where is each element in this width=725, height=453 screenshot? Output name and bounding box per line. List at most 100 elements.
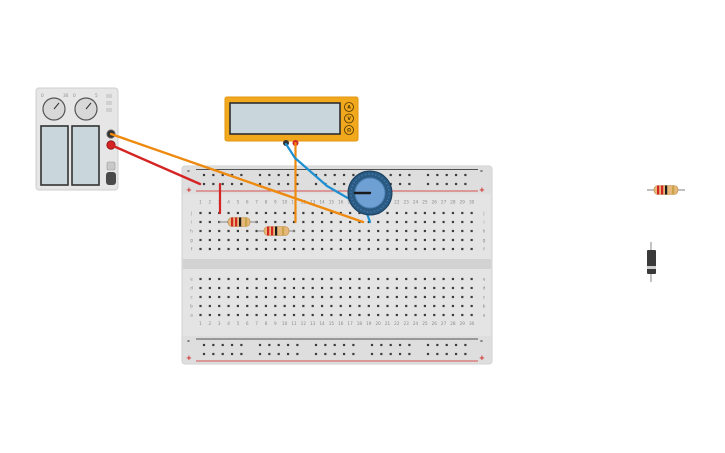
breadboard-hole[interactable] [445,352,448,356]
breadboard-hole[interactable] [451,247,455,251]
breadboard-hole[interactable] [395,229,398,233]
breadboard-hole[interactable] [395,220,398,224]
breadboard-hole[interactable] [246,304,249,308]
breadboard-hole[interactable] [470,247,473,251]
breadboard-hole[interactable] [255,238,258,242]
breadboard-hole[interactable] [212,352,215,356]
breadboard-hole[interactable] [423,238,426,242]
breadboard-hole[interactable] [227,304,230,308]
breadboard-hole[interactable] [405,220,408,224]
breadboard-hole[interactable] [367,295,370,299]
breadboard-hole[interactable] [296,182,299,186]
breadboard-hole[interactable] [470,295,473,299]
breadboard-hole[interactable] [464,182,467,186]
breadboard-hole[interactable] [451,277,455,281]
breadboard-hole[interactable] [283,295,286,299]
breadboard-hole[interactable] [221,352,224,356]
breadboard-hole[interactable] [339,304,342,308]
breadboard-hole[interactable] [414,247,417,251]
breadboard-hole[interactable] [395,247,398,251]
breadboard-hole[interactable] [451,304,455,308]
breadboard-hole[interactable] [451,229,455,233]
breadboard-hole[interactable] [246,211,249,215]
breadboard-hole[interactable] [283,211,286,215]
breadboard-hole[interactable] [461,313,464,317]
breadboard-hole[interactable] [236,238,239,242]
breadboard-hole[interactable] [218,247,221,251]
breadboard-hole[interactable] [199,229,202,233]
breadboard-hole[interactable] [349,247,352,251]
breadboard-hole[interactable] [292,220,296,224]
breadboard-hole[interactable] [442,238,445,242]
breadboard-hole[interactable] [442,277,445,281]
breadboard-hole[interactable] [339,247,342,251]
breadboard-hole[interactable] [292,295,296,299]
breadboard-hole[interactable] [208,220,211,224]
breadboard-hole[interactable] [292,304,296,308]
breadboard-hole[interactable] [367,238,370,242]
breadboard-hole[interactable] [277,182,280,186]
breadboard-hole[interactable] [320,313,324,317]
breadboard-hole[interactable] [236,211,239,215]
breadboard-hole[interactable] [212,173,215,177]
breadboard-hole[interactable] [324,343,327,347]
breadboard-hole[interactable] [377,277,380,281]
breadboard-hole[interactable] [292,277,296,281]
breadboard-hole[interactable] [426,352,430,356]
breadboard-hole[interactable] [330,304,333,308]
breadboard-hole[interactable] [302,211,305,215]
breadboard-hole[interactable] [395,304,398,308]
breadboard-hole[interactable] [320,304,324,308]
breadboard-hole[interactable] [268,352,271,356]
orange-wire-supply-to-pot[interactable] [109,132,365,224]
breadboard-hole[interactable] [349,295,352,299]
breadboard-hole[interactable] [330,313,333,317]
breadboard-hole[interactable] [395,277,398,281]
breadboard-hole[interactable] [264,238,268,242]
breadboard-hole[interactable] [236,229,239,233]
breadboard-hole[interactable] [227,295,230,299]
resistor-1[interactable] [219,217,257,227]
breadboard-hole[interactable] [405,247,408,251]
breadboard-hole[interactable] [320,229,324,233]
breadboard-hole[interactable] [436,173,439,177]
breadboard-hole[interactable] [246,313,249,317]
spare-diode[interactable] [647,242,656,282]
breadboard-hole[interactable] [405,277,408,281]
breadboard-hole[interactable] [311,304,314,308]
breadboard-hole[interactable] [470,313,473,317]
breadboard-hole[interactable] [408,182,411,186]
spare-resistor[interactable] [647,185,685,195]
breadboard-hole[interactable] [386,286,389,290]
breadboard-hole[interactable] [461,247,464,251]
breadboard-hole[interactable] [274,313,277,317]
breadboard-hole[interactable] [230,343,234,347]
breadboard-hole[interactable] [202,343,206,347]
breadboard-hole[interactable] [240,182,243,186]
breadboard-hole[interactable] [227,247,230,251]
breadboard-hole[interactable] [451,211,455,215]
breadboard-hole[interactable] [470,286,473,290]
breadboard-hole[interactable] [461,211,464,215]
breadboard-hole[interactable] [349,211,352,215]
breadboard-hole[interactable] [386,295,389,299]
breadboard-hole[interactable] [426,343,430,347]
breadboard-hole[interactable] [370,352,374,356]
breadboard-hole[interactable] [436,343,439,347]
breadboard-hole[interactable] [358,286,361,290]
breadboard-hole[interactable] [398,352,402,356]
breadboard-hole[interactable] [286,182,290,186]
breadboard-hole[interactable] [433,304,436,308]
breadboard-hole[interactable] [311,277,314,281]
breadboard-hole[interactable] [423,295,426,299]
breadboard-hole[interactable] [246,286,249,290]
breadboard-hole[interactable] [339,229,342,233]
breadboard-hole[interactable] [442,286,445,290]
breadboard-hole[interactable] [292,286,296,290]
breadboard-hole[interactable] [461,277,464,281]
breadboard-hole[interactable] [398,182,402,186]
breadboard-hole[interactable] [330,295,333,299]
breadboard-hole[interactable] [227,229,230,233]
breadboard-hole[interactable] [395,295,398,299]
breadboard-hole[interactable] [208,313,211,317]
